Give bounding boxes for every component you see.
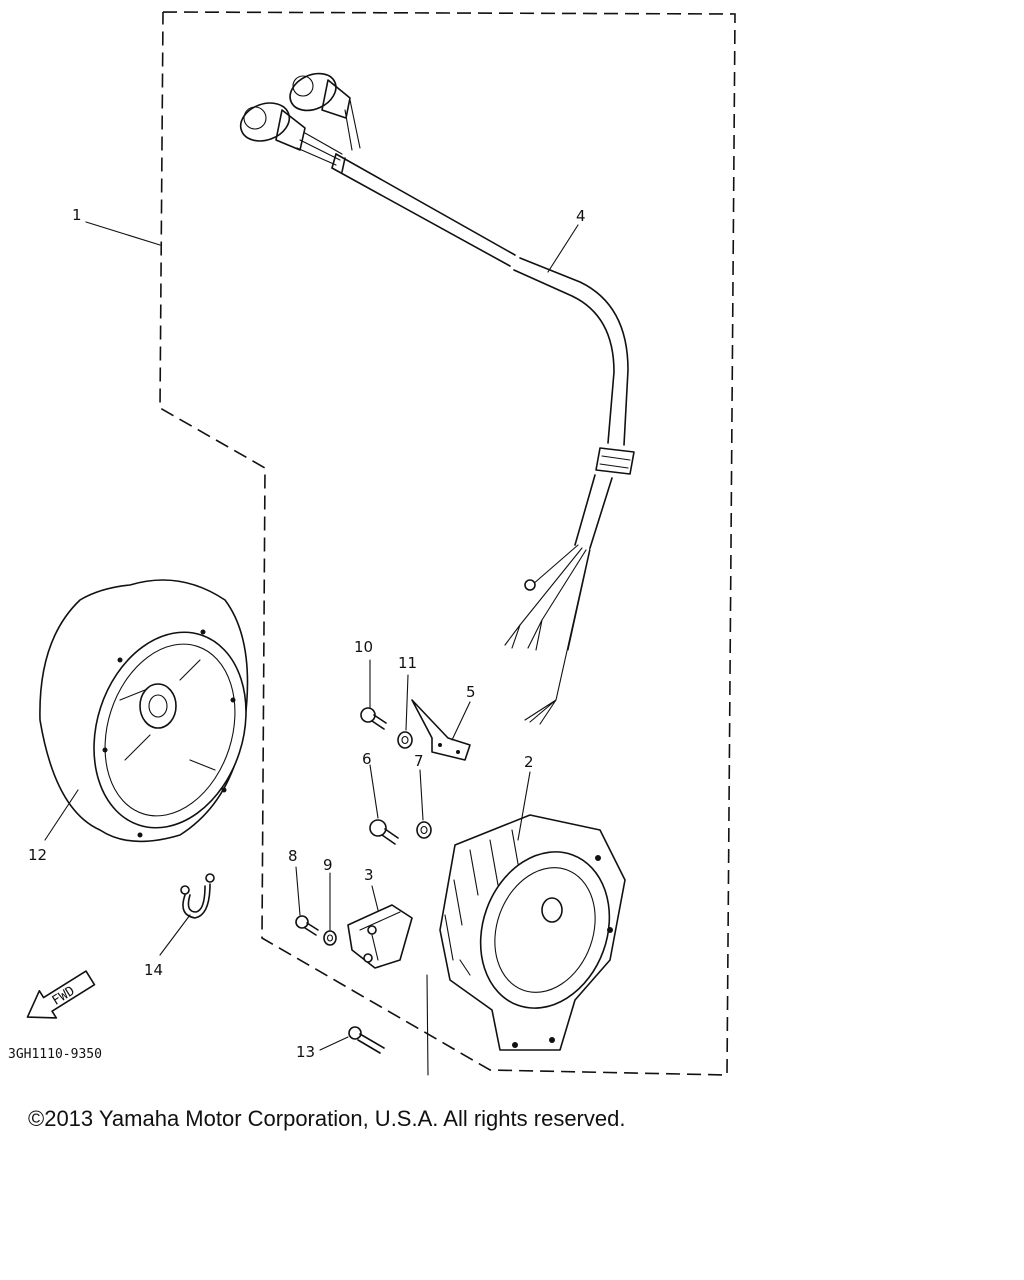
callout-5: 5 — [466, 683, 476, 701]
screw-6 — [369, 819, 399, 845]
assembly-boundary — [159, 11, 736, 1076]
callout-2: 2 — [524, 753, 534, 771]
callout-10: 10 — [354, 638, 373, 656]
callout-4: 4 — [576, 207, 586, 225]
washer-11 — [397, 731, 413, 749]
wire-harness — [239, 72, 635, 725]
callout-13: 13 — [296, 1043, 315, 1061]
forward-arrow-icon: FWD — [26, 970, 96, 1019]
screw-10 — [360, 707, 387, 730]
lead-bracket — [411, 699, 471, 761]
callout-8: 8 — [288, 847, 298, 865]
copyright-notice: ©2013 Yamaha Motor Corporation, U.S.A. A… — [28, 1106, 626, 1131]
pulser-coil — [347, 904, 413, 969]
flywheel-rotor — [39, 579, 249, 843]
stator-assembly — [439, 814, 626, 1051]
callout-14: 14 — [144, 961, 163, 979]
callout-9: 9 — [323, 856, 333, 874]
callout-11: 11 — [398, 654, 417, 672]
diagram-part-number: 3GH1110-9350 — [8, 1047, 102, 1062]
leader-lines — [44, 221, 579, 1076]
callout-7: 7 — [414, 752, 424, 770]
washer-7 — [416, 821, 432, 839]
screw-8 — [295, 915, 319, 936]
screw-13 — [348, 1026, 385, 1054]
exploded-parts-diagram: FWD 1 4 10 11 5 6 2 7 12 8 9 3 14 13 3GH… — [8, 11, 736, 1076]
washer-9 — [323, 930, 337, 946]
wire-clamp — [180, 873, 215, 919]
callout-1: 1 — [72, 206, 82, 224]
callout-12: 12 — [28, 846, 47, 864]
callout-6: 6 — [362, 750, 372, 768]
callout-3: 3 — [364, 866, 374, 884]
